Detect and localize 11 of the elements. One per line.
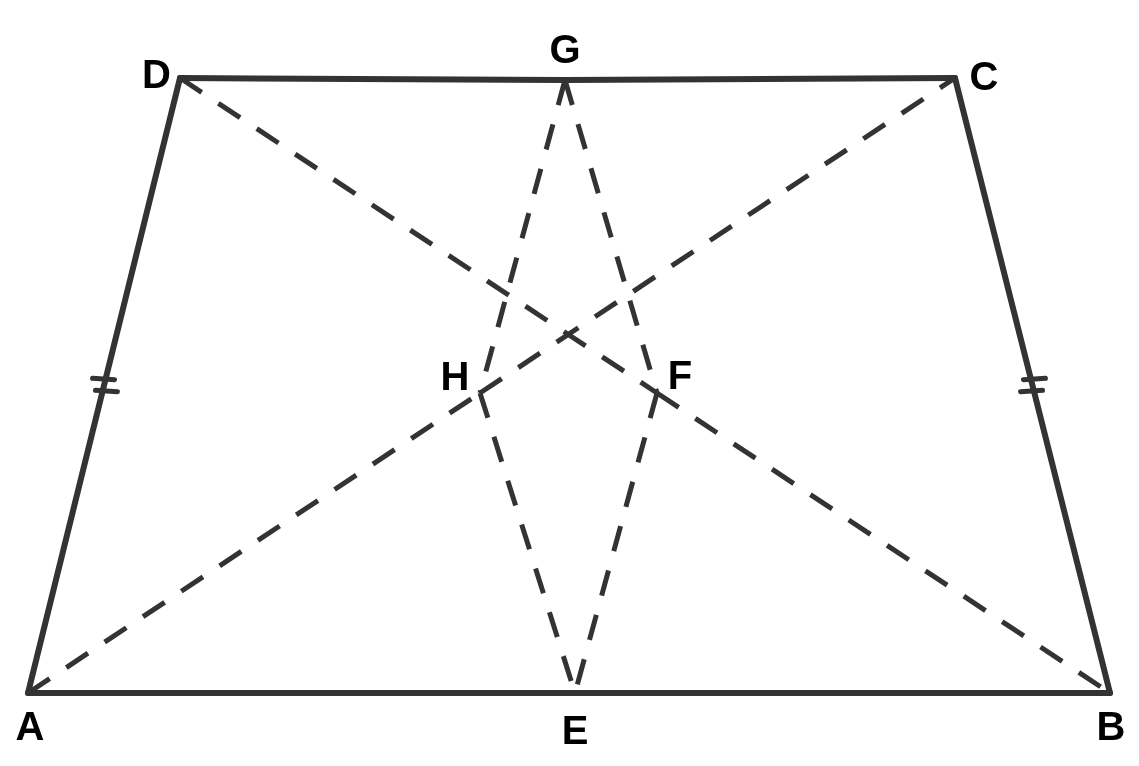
- line-segment: [25, 75, 183, 696]
- point-label: B: [1096, 706, 1126, 746]
- point-label: D: [142, 54, 171, 94]
- line-segment: [562, 75, 958, 83]
- point-label: F: [667, 354, 693, 395]
- point-label: G: [549, 29, 581, 69]
- point-label: H: [440, 355, 470, 396]
- point-label: C: [969, 56, 999, 96]
- line-segment: [572, 690, 1113, 696]
- point-label: E: [561, 710, 589, 750]
- point-label: A: [15, 706, 45, 746]
